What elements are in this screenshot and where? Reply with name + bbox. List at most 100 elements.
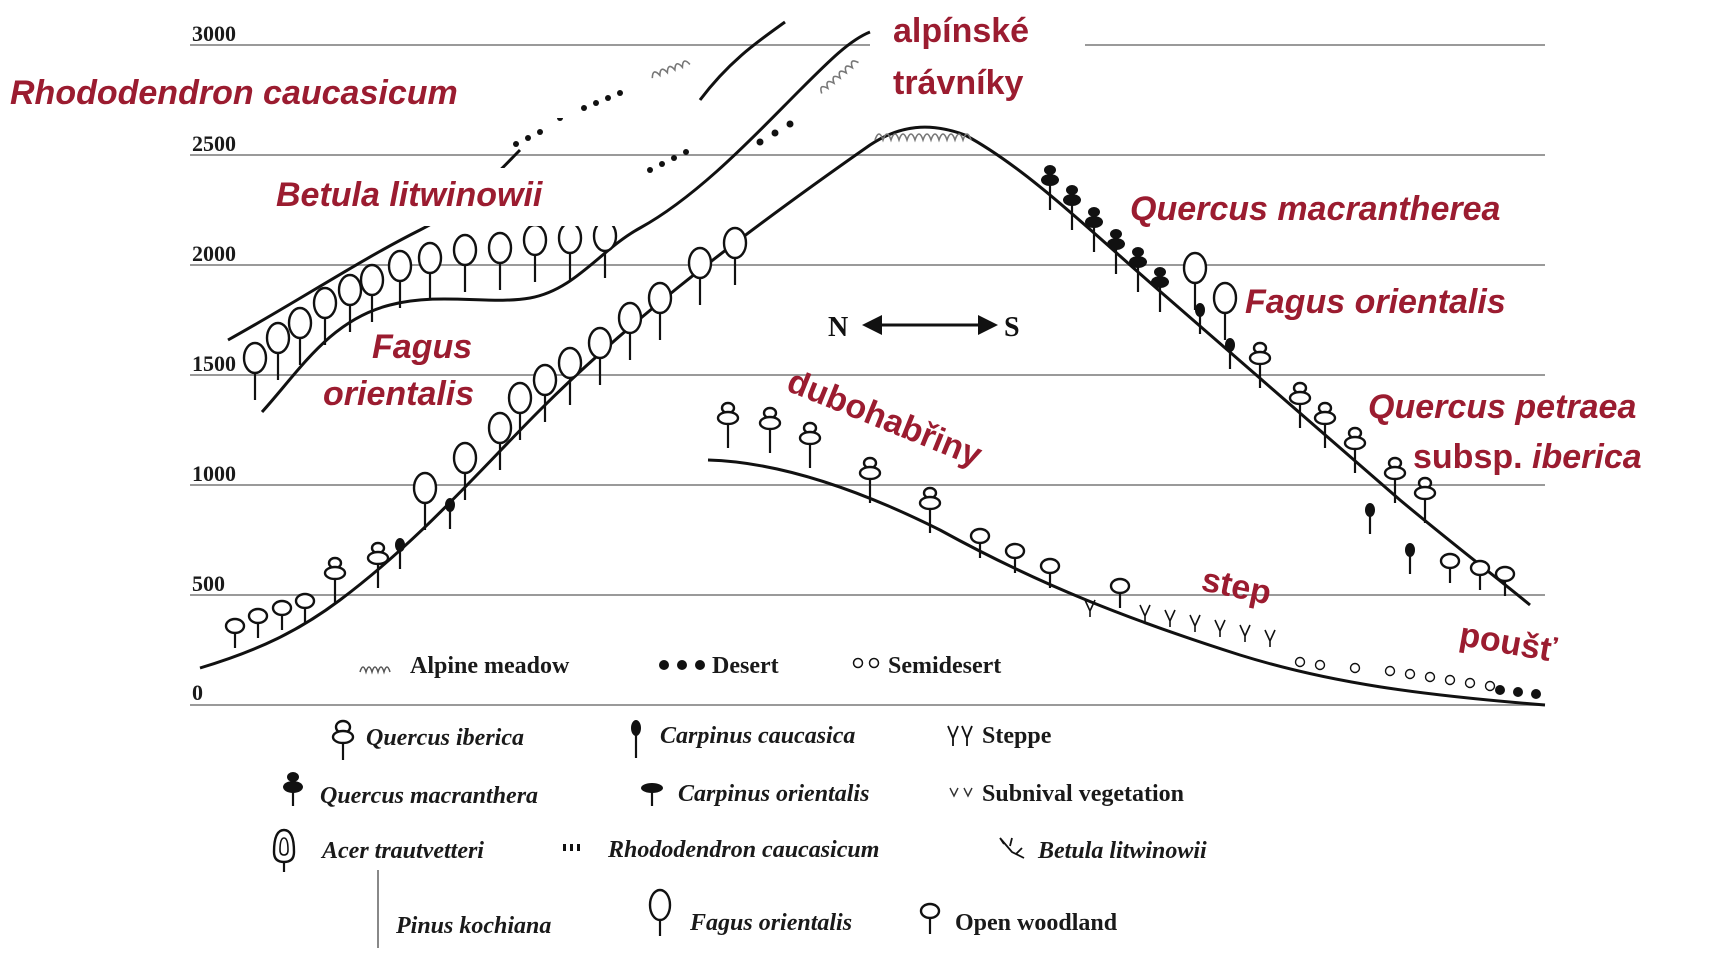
- y-tick-label: 500: [192, 571, 225, 596]
- legend-label: Open woodland: [955, 910, 1118, 936]
- fagus-tree-icon: [557, 346, 583, 405]
- quercus-macranthera-icon: [1129, 247, 1147, 292]
- fagus-tree-icon: [647, 281, 673, 340]
- legend-label: Carpinus caucasica: [660, 723, 855, 749]
- y-tick-label: 2000: [192, 241, 236, 266]
- alpine-meadow-icon: [359, 666, 391, 675]
- label-desert: poušť: [1457, 615, 1560, 669]
- fagus-tree-icon: [722, 226, 748, 285]
- fagus-tree-icon: [287, 306, 313, 365]
- y-tick-label: 2500: [192, 131, 236, 156]
- fagus-tree-icon: [487, 231, 513, 290]
- steppe-icon: [1214, 619, 1226, 637]
- fagus-tree-icon: [452, 441, 478, 500]
- steppe-icon: [1139, 604, 1151, 622]
- label-quercus-petraea-subsp: subsp.: [1413, 438, 1532, 476]
- label-quercus-petraea-2: subsp. iberica: [1413, 438, 1642, 476]
- legend-top: Alpine meadow Desert Semidesert: [359, 653, 1001, 679]
- open-woodland-icon: [1004, 542, 1026, 573]
- quercus-iberica-icon: [858, 456, 882, 503]
- legend-label: Carpinus orientalis: [678, 781, 869, 807]
- direction-south: S: [1004, 312, 1020, 343]
- alpine-meadow-upper: [820, 60, 859, 94]
- quercus-iberica-icon: [918, 486, 942, 533]
- betula-icon: [999, 837, 1025, 859]
- steppe-icon: [1189, 614, 1201, 632]
- label-alpine-meadows-1: alpínské: [893, 12, 1029, 50]
- steppe-icon: [1084, 599, 1096, 617]
- quercus-iberica-row: [323, 341, 1437, 603]
- semidesert-circle: [1384, 665, 1396, 677]
- direction-arrow: N S: [828, 312, 1020, 343]
- label-oak-hornbeam: dubohabřiny: [782, 362, 987, 474]
- legend-label: Subnival vegetation: [982, 781, 1184, 807]
- rhododendron-dots: [513, 90, 794, 173]
- open-woodland-icon: [1469, 559, 1491, 590]
- carpinus-orientalis-icon: [641, 783, 663, 806]
- y-tick-label: 1000: [192, 461, 236, 486]
- fagus-tree-icon: [265, 321, 291, 380]
- legend-label: Acer trautvetteri: [320, 838, 484, 864]
- quercus-macranthera-row: [395, 165, 1415, 574]
- fagus-tree-icon: [617, 301, 643, 360]
- steppe-icon: [1164, 609, 1176, 627]
- semidesert-circle: [1444, 674, 1456, 686]
- subnival-icon: [949, 787, 973, 798]
- desert-dot: [1513, 687, 1523, 697]
- quercus-macranthera-icon: [1041, 165, 1059, 210]
- legend-semidesert: Semidesert: [888, 653, 1001, 679]
- open-woodland-icon: [294, 592, 316, 623]
- fagus-tree-icon: [417, 241, 443, 300]
- semidesert-circle: [1424, 671, 1436, 683]
- fagus-tree-icon: [507, 381, 533, 440]
- semidesert-circle: [1484, 680, 1496, 692]
- carpinus-caucasica-icon: [631, 720, 641, 758]
- open-woodland-icon: [271, 599, 293, 630]
- summit-ridge-profile: [698, 20, 786, 101]
- fagus-tree-icon: [387, 249, 413, 308]
- label-quercus-petraea-1: Quercus petraea: [1368, 388, 1636, 426]
- semidesert-circle: [1314, 659, 1326, 671]
- quercus-iberica-icon: [716, 401, 740, 448]
- rhododendron-icon: [563, 844, 580, 851]
- fagus-tree-icon: [587, 326, 613, 385]
- steppe-icon: [947, 725, 973, 746]
- legend-desert: Desert: [712, 653, 779, 679]
- carpinus-caucasica-icon: [395, 538, 405, 569]
- open-woodland-icon: [224, 617, 246, 648]
- carpinus-caucasica-icon: [1225, 338, 1235, 369]
- desert-dot: [1531, 689, 1541, 699]
- steppe-icon: [1264, 629, 1276, 647]
- fagus-tree-icon: [242, 341, 268, 400]
- legend-label: Steppe: [982, 723, 1052, 749]
- alpine-meadow-hatching: [651, 60, 972, 143]
- y-tick-label: 0: [192, 680, 203, 705]
- quercus-iberica-icon: [1383, 456, 1407, 503]
- direction-north: N: [828, 312, 848, 343]
- carpinus-caucasica-icon: [1365, 503, 1375, 534]
- fagus-tree-icon: [592, 219, 618, 278]
- open-woodland-icon: [969, 527, 991, 558]
- y-tick-label: 1500: [192, 351, 236, 376]
- quercus-macranthera-icon: [1063, 185, 1081, 230]
- quercus-macranthera-icon: [1107, 229, 1125, 274]
- fagus-tree-icon: [687, 246, 713, 305]
- quercus-macranthera-icon: [1151, 267, 1169, 312]
- south-foothill-profile: [707, 458, 1546, 707]
- label-steppe: step: [1198, 561, 1274, 613]
- fagus-tree-icon: [337, 273, 363, 332]
- legend-label: Pinus kochiana: [395, 913, 551, 939]
- fagus-tree-icon: [312, 286, 338, 345]
- acer-icon: [272, 828, 296, 872]
- quercus-iberica-icon: [758, 406, 782, 453]
- legend: Quercus iberica Carpinus caucasica Stepp…: [272, 719, 1207, 948]
- mountain-profiles: [199, 20, 1546, 707]
- steppe-icon: [1239, 624, 1251, 642]
- legend-label: Quercus macranthera: [320, 783, 538, 809]
- legend-label: Rhododendron caucasicum: [607, 837, 879, 863]
- quercus-iberica-icon: [798, 421, 822, 468]
- desert-dot: [1495, 685, 1505, 695]
- quercus-iberica-icon: [1413, 476, 1437, 523]
- fagus-icon: [648, 888, 672, 936]
